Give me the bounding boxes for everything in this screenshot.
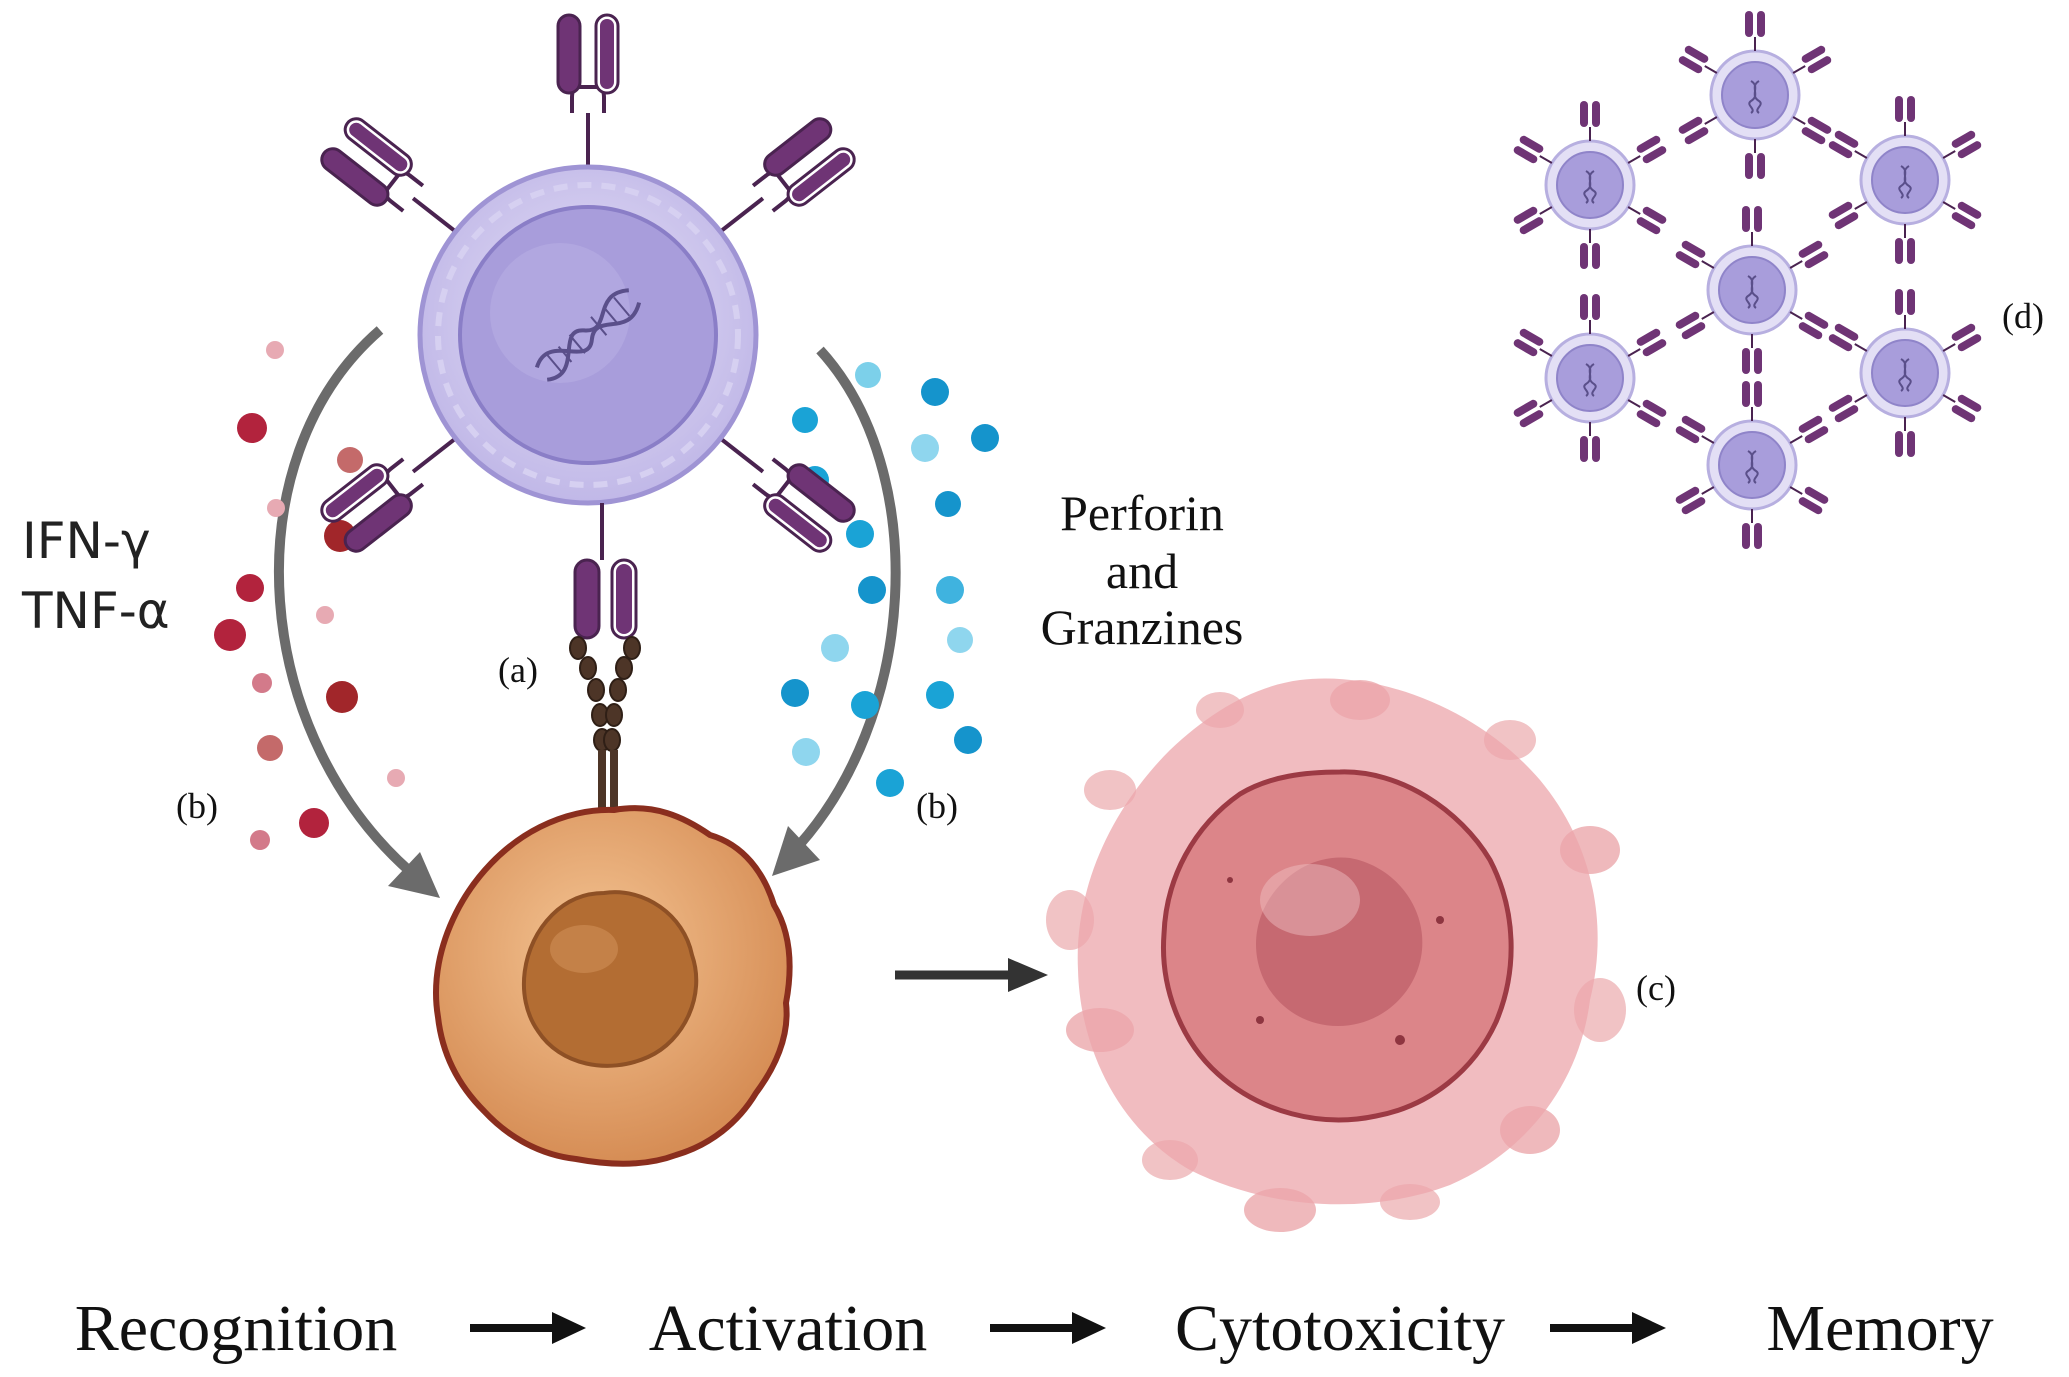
car-t-cell (315, 13, 861, 558)
label-a: (a) (498, 650, 538, 690)
cytokine-particle-icon (236, 574, 264, 602)
release-arrows (273, 326, 901, 898)
perforin-granzyme-particle-icon (792, 407, 818, 433)
step-flow: Recognition Activation Cytotoxicity Memo… (75, 1292, 1994, 1365)
flow-arrow-icon (786, 346, 901, 859)
car-antigen-binding (569, 503, 641, 810)
perforin-granzyme-particle-icon (821, 634, 849, 662)
cytokine-particle-icon (237, 413, 267, 443)
effector-label-perforin: Perforin (1060, 485, 1224, 541)
memory-t-cell-icon (1512, 294, 1667, 462)
memory-t-cell-icon (1827, 96, 1982, 264)
memory-t-cell-icon (1677, 11, 1832, 179)
step-recognition: Recognition (75, 1292, 398, 1365)
step-memory: Memory (1766, 1292, 1993, 1365)
memory-t-cell-icon (1827, 289, 1982, 457)
cytokine-particle-icon (214, 619, 246, 651)
perforin-particles (781, 362, 999, 797)
memory-t-cell-icon (1512, 101, 1667, 269)
perforin-granzyme-particle-icon (781, 679, 809, 707)
effector-label-and: and (1106, 543, 1178, 599)
perforin-granzyme-particle-icon (926, 681, 954, 709)
perforin-granzyme-particle-icon (792, 738, 820, 766)
lysed-tumor-cell (1046, 678, 1626, 1232)
chimeric-antigen-receptor-icon (573, 558, 601, 640)
cytokine-particle-icon (299, 808, 329, 838)
label-c: (c) (1636, 968, 1676, 1008)
perforin-granzyme-particle-icon (851, 691, 879, 719)
label-b-left: (b) (176, 786, 218, 826)
flow-arrow-icon (388, 852, 440, 898)
perforin-granzyme-particle-icon (876, 769, 904, 797)
cytokine-particle-icon (337, 447, 363, 473)
cytokine-particle-icon (387, 769, 405, 787)
perforin-granzyme-particle-icon (858, 576, 886, 604)
perforin-granzyme-particle-icon (947, 627, 973, 653)
perforin-granzyme-particle-icon (921, 378, 949, 406)
cytokine-label-tnf: TNF-α (21, 582, 170, 640)
perforin-granzyme-particle-icon (936, 576, 964, 604)
cytokine-particle-icon (316, 606, 334, 624)
tumor-cell (433, 805, 793, 1167)
tumor-antigen-icon (569, 636, 641, 752)
cytokine-particle-icon (267, 499, 285, 517)
dna-icon (534, 288, 642, 382)
label-b-right: (b) (916, 786, 958, 826)
perforin-granzyme-particle-icon (935, 491, 961, 517)
perforin-granzyme-particle-icon (846, 520, 874, 548)
flow-arrow-icon (273, 326, 424, 884)
perforin-granzyme-particle-icon (911, 434, 939, 462)
cytokine-particle-icon (326, 681, 358, 713)
effector-label-granzines: Granzines (1041, 599, 1244, 655)
chimeric-antigen-receptor-icon (556, 13, 620, 177)
step-cytotoxicity: Cytotoxicity (1175, 1292, 1505, 1365)
perforin-granzyme-particle-icon (855, 362, 881, 388)
cytokine-particle-icon (257, 735, 283, 761)
flow-arrow-icon (772, 826, 820, 876)
memory-t-cell-icon (1674, 206, 1829, 374)
label-d: (d) (2002, 296, 2044, 336)
cytokine-label-ifn: IFN-γ (22, 512, 151, 570)
flow-arrow-icon (1550, 1312, 1666, 1344)
flow-arrow-icon (990, 1312, 1106, 1344)
cytokine-particle-icon (266, 341, 284, 359)
memory-t-cell-icon (1674, 381, 1829, 549)
cytokine-particle-icon (250, 830, 270, 850)
perforin-granzyme-particle-icon (954, 726, 982, 754)
cytokine-particle-icon (252, 673, 272, 693)
perforin-granzyme-particle-icon (971, 424, 999, 452)
memory-t-cells (1512, 11, 1982, 549)
flow-arrow-icon (470, 1312, 586, 1344)
step-activation: Activation (649, 1292, 928, 1365)
flow-arrow-icon (895, 958, 1048, 992)
